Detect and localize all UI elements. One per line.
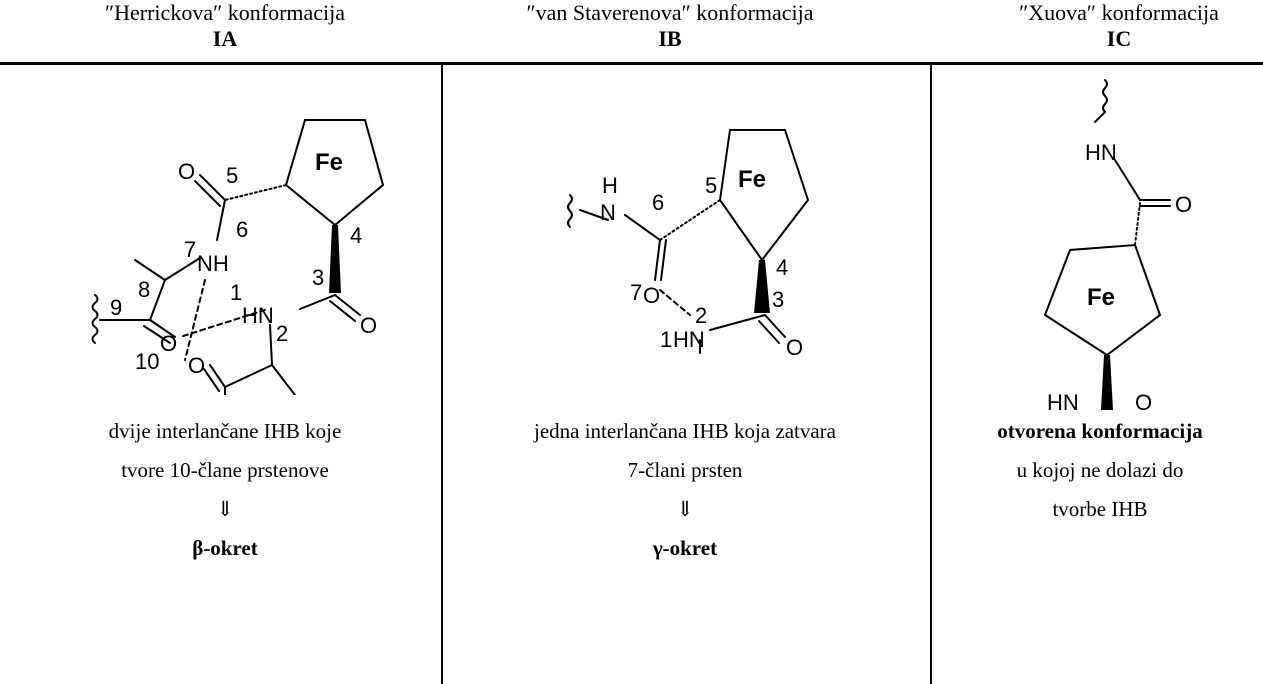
- num-7-ib: 7: [630, 280, 642, 305]
- header-ic: ″Xuova″ konformacija IC: [975, 0, 1263, 52]
- nh7-label: NH: [197, 251, 229, 276]
- num-3-ib: 3: [772, 287, 784, 312]
- o-top-label-ic: O: [1175, 192, 1192, 217]
- n-label-ib: N: [600, 200, 616, 225]
- o9-label: O: [160, 331, 177, 356]
- hn2-label: HN: [242, 303, 274, 328]
- header-ib-title: ″van Staverenova″ konformacija: [526, 0, 814, 25]
- num-1-ia: 1: [230, 280, 242, 305]
- header-ic-title: ″Xuova″ konformacija: [1019, 0, 1219, 25]
- o3-label-ib: O: [786, 335, 803, 355]
- header-ib-code: IB: [658, 26, 682, 51]
- o6-label: O: [178, 159, 195, 184]
- fe-label-ib: Fe: [738, 166, 766, 193]
- o-bot-label-ic: O: [1135, 390, 1152, 410]
- num-7-ia: 7: [184, 237, 196, 262]
- desc-ic-line-1: u kojoj ne dolazi do: [1016, 458, 1184, 482]
- desc-ia-arrow: ⇓: [216, 497, 234, 521]
- fe-label-ic: Fe: [1087, 284, 1115, 311]
- column-divider-1: [441, 65, 443, 684]
- desc-ib-line-2: 7-člani prsten: [627, 458, 743, 482]
- num-8-ia: 8: [138, 277, 150, 302]
- num-4-ia: 4: [350, 223, 362, 248]
- desc-ia-result: β-okret: [192, 536, 258, 560]
- header-rule: [0, 62, 1263, 65]
- header-ia: ″Herrickova″ konformacija IA: [80, 0, 370, 52]
- num-5-ib: 5: [705, 173, 717, 198]
- header-ia-title: ″Herrickova″ konformacija: [104, 0, 346, 25]
- desc-ia-line-2: tvore 10-člane prstenove: [121, 458, 329, 482]
- num-9-ia: 9: [110, 295, 122, 320]
- num-2-ia: 2: [276, 321, 288, 346]
- num-6-ia: 6: [236, 217, 248, 242]
- desc-ic-line-2: tvorbe IHB: [1052, 497, 1148, 521]
- o3-label-ia: O: [360, 313, 377, 338]
- h-label-ib: H: [602, 173, 618, 198]
- o10-label: O: [188, 353, 205, 378]
- desc-ib-result: γ-okret: [652, 536, 718, 560]
- desc-ic-lead: otvorena konformacija: [997, 419, 1203, 443]
- column-divider-2: [930, 65, 932, 684]
- o7-label-ib: O: [643, 283, 660, 308]
- num-1-ib: 1: [660, 327, 672, 352]
- num-2-ib: 2: [695, 303, 707, 328]
- hn-top-label-ic: HN: [1085, 140, 1117, 165]
- description-ic: otvorena konformacija u kojoj ne dolazi …: [940, 412, 1260, 529]
- header-ib: ″van Staverenova″ konformacija IB: [470, 0, 870, 52]
- description-ib: jedna interlančana IHB koja zatvara 7-čl…: [460, 412, 910, 568]
- fe-label-ia: Fe: [315, 149, 343, 176]
- structure-ic: HN O Fe HN O: [985, 70, 1225, 410]
- structure-ib: Fe H N 6 5 7 O 4 3 2 1 HN O: [540, 75, 840, 355]
- structure-ia: Fe O 5 6 7 NH 8 3 4 9 1 HN 2 O O 10 O: [10, 75, 430, 395]
- hn-label-ib: HN: [673, 327, 705, 352]
- description-ia: dvije interlančane IHB koje tvore 10-čla…: [30, 412, 420, 568]
- desc-ib-arrow: ⇓: [676, 497, 694, 521]
- num-4-ib: 4: [776, 255, 788, 280]
- num-6-ib: 6: [652, 190, 664, 215]
- num-10-ia: 10: [135, 349, 159, 374]
- hn-bot-label-ic: HN: [1047, 390, 1079, 410]
- desc-ia-line-1: dvije interlančane IHB koje: [108, 419, 342, 443]
- desc-ib-line-1: jedna interlančana IHB koja zatvara: [533, 419, 836, 443]
- num-5-ia: 5: [226, 163, 238, 188]
- num-3-ia: 3: [312, 265, 324, 290]
- header-ic-code: IC: [1106, 26, 1132, 51]
- header-ia-code: IA: [212, 26, 238, 51]
